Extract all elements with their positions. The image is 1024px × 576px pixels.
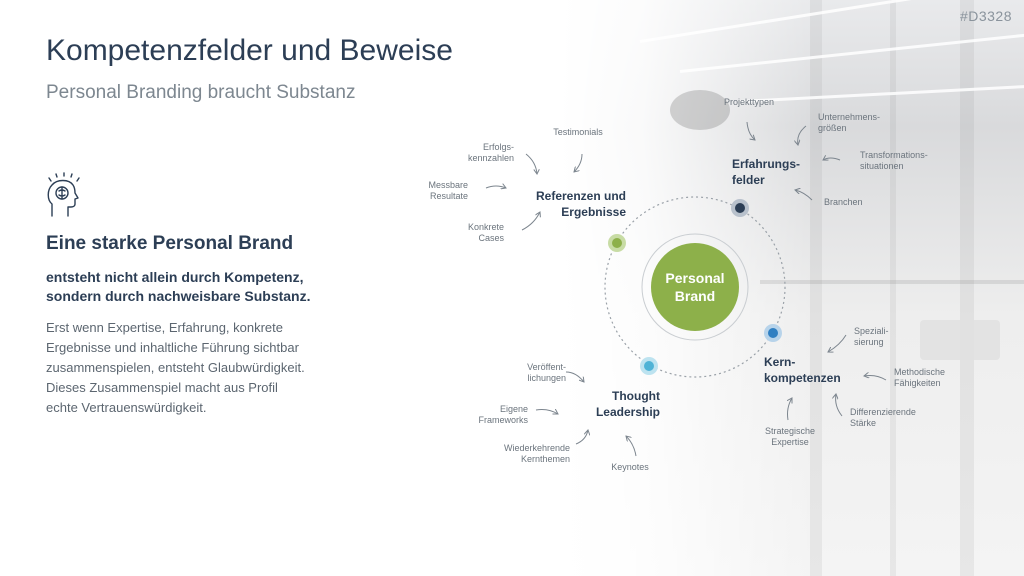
window-rail <box>760 280 1024 284</box>
label-methodische-faehigkeiten: Methodische Fähigkeiten <box>894 367 946 388</box>
window-frame <box>960 0 974 576</box>
arrow-veroeffentlichungen <box>565 371 584 382</box>
arrow-messbare-resultate <box>485 186 506 188</box>
label-messbare-resultate: Messbare Resultate <box>428 180 468 201</box>
head-brain-icon <box>47 172 80 217</box>
arrow-spezialisierung <box>828 334 847 352</box>
label-konkrete-cases: Konkrete Cases <box>467 222 504 243</box>
diagram-rings <box>485 121 887 457</box>
category-referenzen: Referenzen und Ergebnisse <box>535 189 626 219</box>
label-eigene-frameworks: Eigene Frameworks <box>478 404 528 425</box>
category-thought: Thought Leadership <box>595 389 660 419</box>
arrow-projekttypen <box>746 121 755 140</box>
arrow-erfolgskennzahlen <box>525 153 537 174</box>
left-body-text: Erst wenn Expertise, Erfahrung, konkrete… <box>46 320 305 415</box>
left-heading: Eine starke Personal Brand <box>46 233 294 254</box>
label-projekttypen: Projekttypen <box>724 97 775 107</box>
arrow-differenzierende-staerke <box>836 394 843 417</box>
arrow-strategische-expertise <box>788 398 793 421</box>
document-id: #D3328 <box>959 8 1012 24</box>
left-subheading: entsteht nicht allein durch Kompetenz, s… <box>46 269 311 304</box>
label-branchen: Branchen <box>824 197 863 207</box>
label-transformationssituationen: Transformations- situationen <box>860 150 928 171</box>
label-testimonials: Testimonials <box>553 127 603 137</box>
arrow-keynotes <box>626 436 637 457</box>
arrow-testimonials <box>574 153 583 172</box>
label-strategische-expertise: Strategische Expertise <box>764 426 816 447</box>
arrow-branchen <box>795 190 813 201</box>
label-veroeffentlichungen: Veröffent- lichungen <box>527 362 566 383</box>
category-erfahrung: Erfahrungs- felder <box>732 157 801 187</box>
window-frame <box>890 0 896 576</box>
label-spezialisierung: Speziali- sierung <box>854 326 889 347</box>
arrow-wiederkehrende-kernthemen <box>575 430 588 445</box>
pendant-lamp <box>670 90 730 130</box>
outer-dotted-ring <box>604 196 786 378</box>
competence-diagram: Personal Brand Referenzen und Ergebnisse… <box>400 90 960 490</box>
page-title: Kompetenzfelder und Beweise <box>46 34 453 67</box>
label-differenzierende-staerke: Differenzierende Stärke <box>850 407 916 428</box>
inner-thin-ring <box>641 233 749 341</box>
page-subtitle: Personal Branding braucht Substanz <box>46 82 356 103</box>
category-kern: Kern- kompetenzen <box>764 355 841 385</box>
arrow-eigene-frameworks <box>535 410 558 415</box>
window-frame <box>810 0 822 576</box>
arrow-methodische-faehigkeiten <box>864 376 887 381</box>
arrow-transformationssituationen <box>823 158 841 160</box>
label-unternehmensgroessen: Unternehmens- größen <box>818 112 881 133</box>
sofa <box>920 320 1000 360</box>
office-background-photo <box>560 0 1024 576</box>
arrow-unternehmensgroessen <box>798 125 807 145</box>
label-erfolgskennzahlen: Erfolgs- kennzahlen <box>467 142 514 163</box>
center-personal-brand: Personal Brand <box>651 243 739 331</box>
label-keynotes: Keynotes <box>611 462 649 472</box>
label-wiederkehrende-kernthemen: Wiederkehrende Kernthemen <box>503 443 570 464</box>
arrow-konkrete-cases <box>521 212 540 231</box>
